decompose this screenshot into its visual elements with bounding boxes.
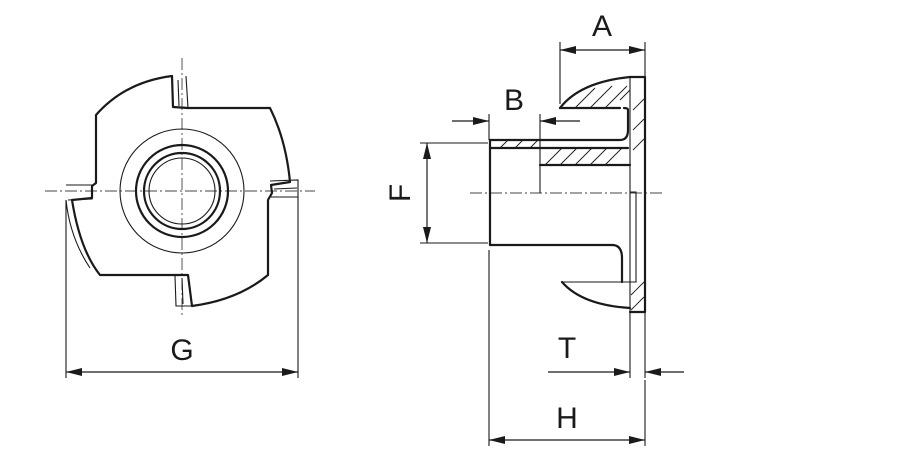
thread-major-circle <box>134 143 230 239</box>
prong-top <box>171 75 189 109</box>
dim-b-label: B <box>504 84 524 117</box>
dim-f-label: F <box>384 184 417 202</box>
prong-left <box>65 184 93 269</box>
dim-t-arrow-left <box>614 368 630 376</box>
flange-outline <box>70 74 292 308</box>
dim-a-arrow-left <box>560 46 576 54</box>
dim-h-arrow-left <box>489 436 505 444</box>
dim-t-label: T <box>558 332 576 365</box>
barrel-lower-fillet <box>610 243 624 284</box>
dim-h-arrow-right <box>629 436 645 444</box>
dim-f-arrow-bottom <box>423 227 431 243</box>
dim-b-arrow-right <box>540 117 556 125</box>
dim-t-arrow-right <box>645 368 661 376</box>
flange-plate <box>628 75 647 314</box>
prong-upper-arc <box>558 75 632 110</box>
dim-g-arrow-left <box>66 368 82 376</box>
section-hatching <box>499 85 645 311</box>
prong-lower-arc <box>560 280 632 310</box>
barrel-upper-wall <box>488 106 630 142</box>
dim-a-arrow-right <box>629 46 645 54</box>
dim-f-arrow-top <box>423 143 431 159</box>
thread-minor-circle <box>142 151 222 231</box>
prong-right <box>269 179 299 198</box>
barrel-outer-circle <box>119 128 245 254</box>
front-view: G <box>45 58 315 378</box>
dim-b-arrow-left <box>473 117 489 125</box>
dim-a-label: A <box>592 10 612 43</box>
dim-h-label: H <box>556 402 578 435</box>
dim-g-arrow-right <box>282 368 298 376</box>
dim-g-label: G <box>170 334 193 367</box>
prong-bottom <box>174 275 193 307</box>
flange-recess <box>630 191 637 283</box>
bore-inner-circle <box>148 157 216 225</box>
section-view: A B F T H <box>384 10 684 446</box>
